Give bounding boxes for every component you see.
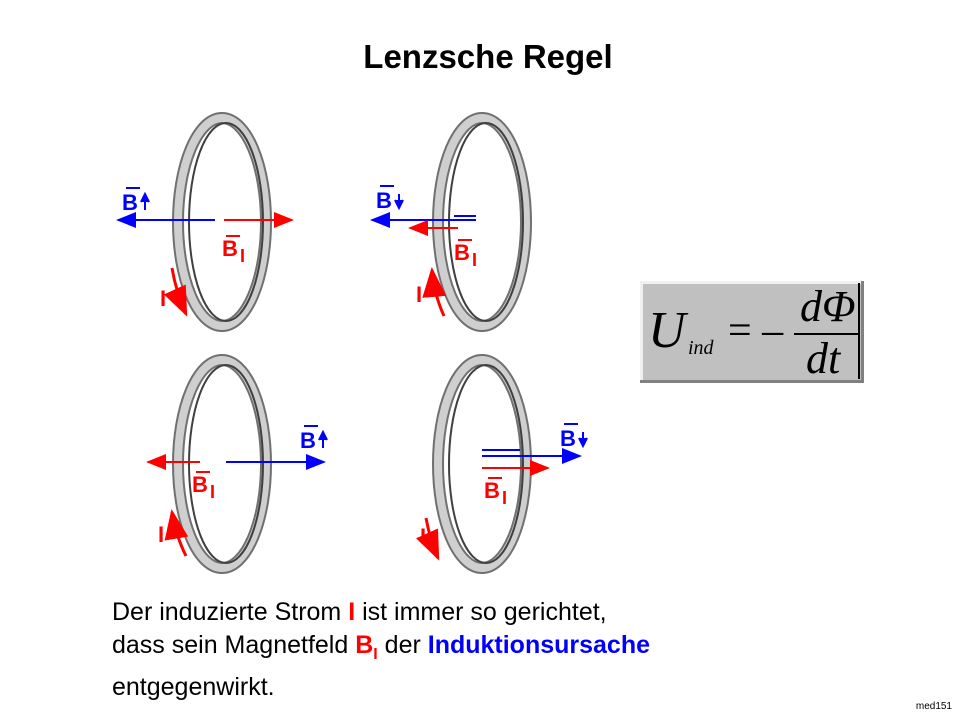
bi-sub-3: I — [210, 482, 215, 502]
rule-line-2: dass sein Magnetfeld BI der Induktionsur… — [112, 631, 651, 663]
formula-numerator: dΦ — [800, 282, 856, 331]
rule-line-1: Der induzierte Strom I ist immer so geri… — [112, 598, 607, 626]
ring-2 — [432, 112, 532, 332]
ring-1 — [172, 112, 272, 332]
bi-label-2: B — [454, 240, 470, 265]
labels: B B I I B B I I B B I I B B I I — [122, 185, 588, 549]
bi-sub-1: I — [240, 246, 245, 266]
b-label-3: B — [300, 428, 316, 453]
bi-label-1: B — [222, 236, 238, 261]
formula-box: U ind = – dΦ dt — [640, 281, 864, 383]
evaluation-bar — [858, 283, 860, 379]
lenz-diagram: B B I I B B I I B B I I B B I I — [116, 112, 588, 574]
fraction-bar — [794, 333, 860, 335]
i-label-2: I — [416, 282, 422, 307]
b-label-4: B — [560, 426, 576, 451]
rule-line-3: entgegenwirkt. — [112, 673, 275, 701]
bi-label-3: B — [192, 472, 208, 497]
bi-sub-4: I — [502, 488, 507, 508]
bi-sub-2: I — [472, 250, 477, 270]
arrow-i-4 — [416, 517, 440, 561]
rule-statement: Der induzierte Strom I ist immer so geri… — [112, 596, 682, 704]
formula-lhs-sub: ind — [688, 337, 714, 359]
b-label-1: B — [122, 190, 138, 215]
arrow-i-2 — [422, 267, 447, 317]
i-label-3: I — [158, 522, 164, 547]
page-title: Lenzsche Regel — [363, 38, 613, 75]
formula-lhs: U — [648, 302, 686, 359]
i-label-4: I — [420, 524, 426, 549]
arrow-i-3 — [164, 509, 189, 557]
ring-3 — [172, 354, 272, 574]
formula-denominator: dt — [806, 334, 841, 383]
bi-label-4: B — [484, 478, 500, 503]
slide-id: med151 — [915, 701, 952, 712]
arrow-i-1 — [163, 267, 188, 317]
formula-equals: = – — [728, 308, 784, 354]
i-label-1: I — [160, 286, 166, 311]
ring-4 — [432, 354, 532, 574]
b-label-2: B — [376, 188, 392, 213]
